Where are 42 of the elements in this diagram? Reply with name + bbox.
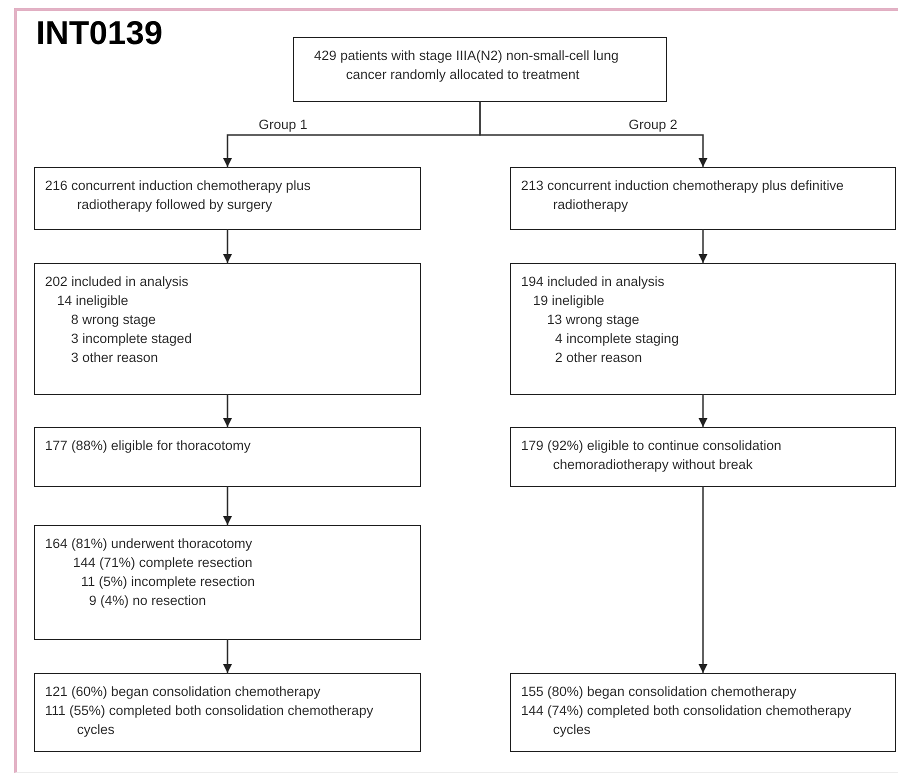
box-text: 202 included in analysis <box>45 273 190 291</box>
process-box <box>510 263 896 395</box>
box-text: 111 (55%) completed both consolidation chemotherapy cycles <box>45 702 374 739</box>
arrow <box>223 230 232 263</box>
process-box <box>510 427 896 487</box>
box-text: 179 (92%) eligible to continue consolidation chemoradiotherapy without break <box>521 437 782 474</box>
process-box <box>293 37 667 102</box>
process-box <box>510 167 896 230</box>
box-text: 213 concurrent induction chemotherapy plus definitive radiotherapy <box>521 177 845 214</box>
process-box <box>34 427 421 487</box>
box-text: 3 incomplete staged <box>71 330 193 348</box>
box-text: 8 wrong stage <box>71 311 157 329</box>
box-text: 14 ineligible <box>57 292 130 310</box>
process-box <box>34 167 421 230</box>
box-text: 144 (74%) completed both consolidation chemotherapy cycles <box>521 702 852 739</box>
arrow <box>479 102 708 167</box>
box-text: 144 (71%) complete resection <box>73 554 254 572</box>
box-text: 2 other reason <box>555 349 644 367</box>
box-text: 194 included in analysis <box>521 273 666 291</box>
box-text: 11 (5%) incomplete resection <box>81 573 256 591</box>
box-text: 216 concurrent induction chemotherapy plus radiotherapy followed by surgery <box>45 177 312 214</box>
box-text: 3 other reason <box>71 349 160 367</box>
box-text: 177 (88%) eligible for thoracotomy <box>45 437 252 455</box>
process-box <box>510 673 896 752</box>
box-text: 429 patients with stage IIIA(N2) non-small-cell lung cancer randomly allocated to treatment <box>314 47 620 84</box>
arrow <box>223 487 232 525</box>
box-text: 121 (60%) began consolidation chemotherapy <box>45 683 322 701</box>
arrow <box>223 395 232 427</box>
arrow <box>698 395 708 427</box>
box-text: 155 (80%) began consolidation chemotherapy <box>521 683 798 701</box>
title: INT0139 <box>36 14 163 52</box>
process-box <box>34 525 421 640</box>
box-text: 4 incomplete staging <box>555 330 680 348</box>
arrow <box>698 487 708 673</box>
process-box <box>34 263 421 395</box>
box-text: 19 ineligible <box>533 292 606 310</box>
box-text: 164 (81%) underwent thoracotomy <box>45 535 254 553</box>
arrow <box>223 640 232 673</box>
arrow <box>698 230 708 263</box>
box-text: 13 wrong stage <box>547 311 640 329</box>
box-text: 9 (4%) no resection <box>89 592 208 610</box>
process-box <box>34 673 421 752</box>
